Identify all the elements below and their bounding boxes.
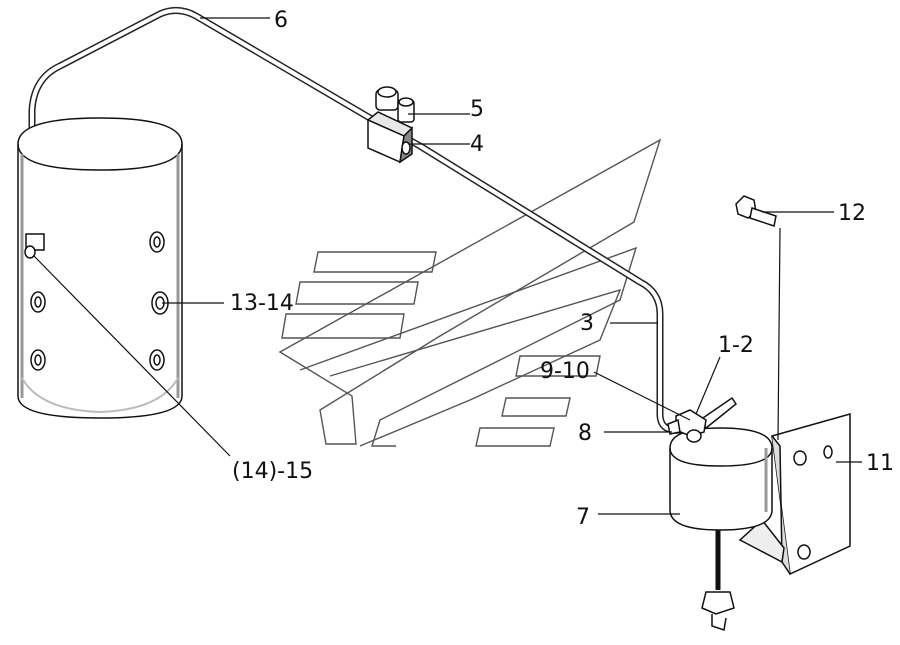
label-8: 8 [578, 421, 592, 446]
bolt [735, 195, 777, 227]
solenoid-valve [366, 86, 415, 164]
label-4: 4 [470, 132, 484, 157]
tank-ports [30, 231, 169, 371]
mounting-bracket [738, 413, 851, 576]
label-7: 7 [576, 505, 590, 530]
air-dryer [669, 427, 773, 631]
label-11: 11 [866, 451, 894, 476]
label-6: 6 [274, 8, 288, 33]
label-1-2: 1-2 [718, 333, 754, 358]
label-5: 5 [470, 97, 484, 122]
label-3: 3 [580, 311, 594, 336]
label-12: 12 [838, 201, 866, 226]
label-13-14: 13-14 [230, 291, 294, 316]
tank-elbow-fitting [24, 233, 45, 259]
bolt-line [777, 227, 781, 441]
dryer-fittings [667, 396, 738, 443]
label-14-15: (14)-15 [232, 459, 313, 484]
leader-lines [33, 17, 862, 515]
air-tank [17, 117, 183, 419]
label-9-10: 9-10 [540, 359, 590, 384]
callouts: 6 5 4 12 13-14 3 1-2 9-10 8 11 (14)-15 7 [230, 8, 894, 530]
watermark-logo [278, 138, 662, 447]
